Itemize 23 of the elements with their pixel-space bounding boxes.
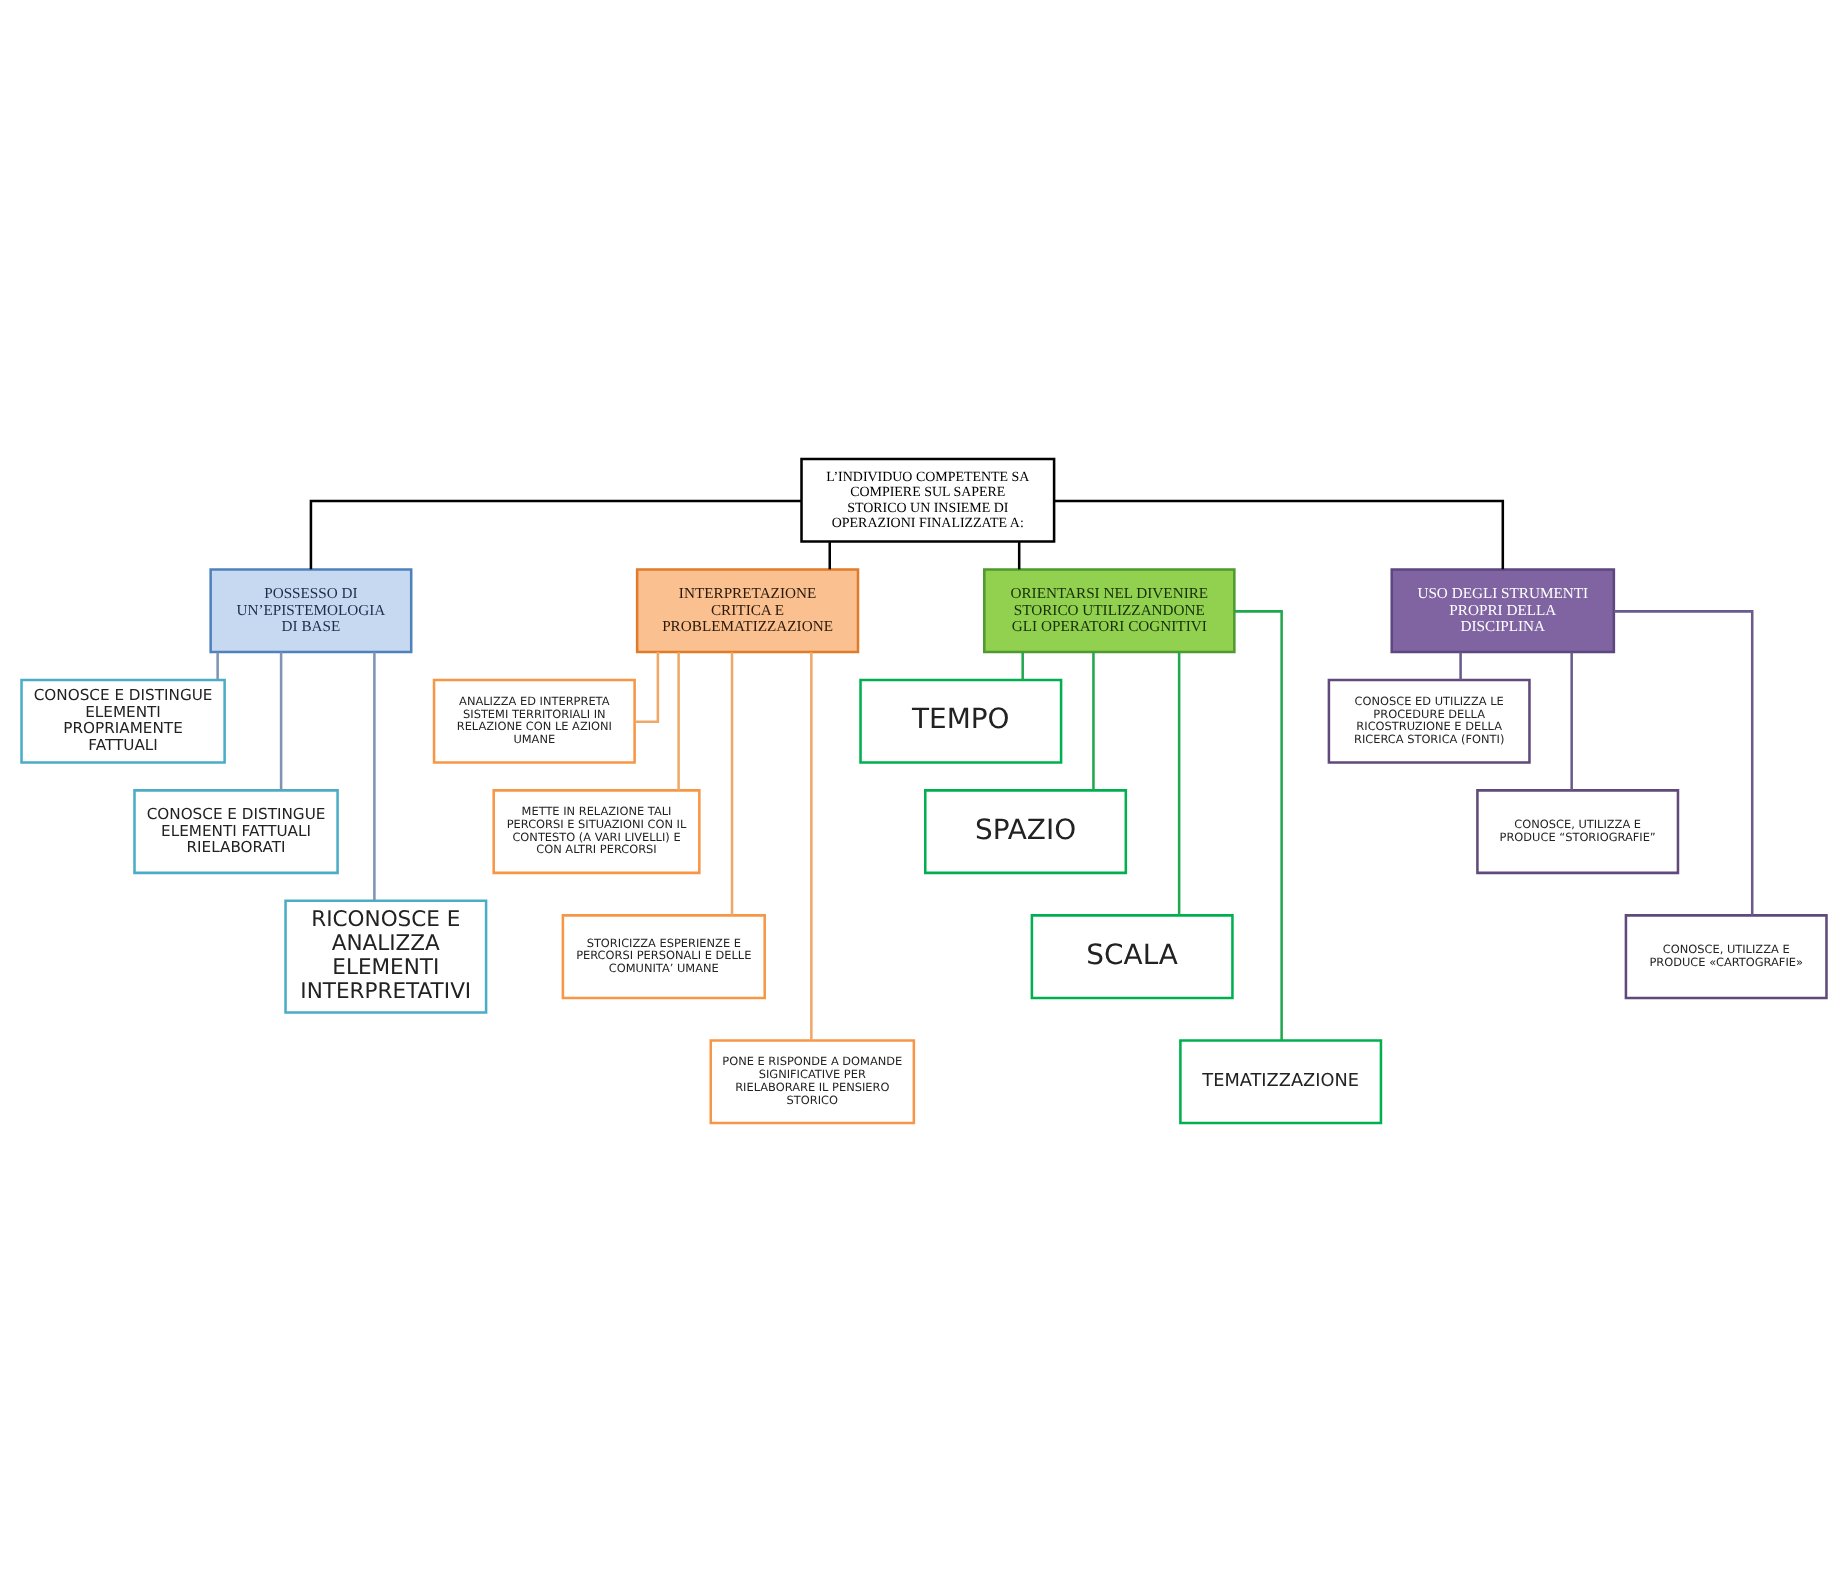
connector — [828, 541, 831, 569]
connector — [677, 651, 680, 790]
connector — [810, 651, 813, 1040]
connector — [216, 651, 219, 679]
connector — [1234, 609, 1283, 1040]
connector — [1092, 651, 1095, 790]
connector — [1021, 651, 1024, 679]
connector — [309, 498, 802, 569]
node-box: SCALA — [1030, 913, 1234, 999]
connector — [1459, 651, 1462, 679]
connector — [1570, 651, 1573, 790]
connector — [634, 651, 660, 723]
connector — [1614, 609, 1754, 915]
node-box: SPAZIO — [924, 788, 1128, 874]
connector — [1017, 541, 1021, 569]
connector — [373, 651, 376, 900]
connector — [279, 651, 283, 790]
connector — [1177, 651, 1181, 915]
connector — [730, 651, 734, 915]
node-box: RICONOSCE E ANALIZZA ELEMENTI INTERPRETATIVI — [284, 898, 488, 1013]
node-box: TEMATIZZAZIONE — [1179, 1038, 1383, 1124]
connector — [1054, 498, 1505, 569]
node-box: TEMPO — [859, 677, 1063, 763]
